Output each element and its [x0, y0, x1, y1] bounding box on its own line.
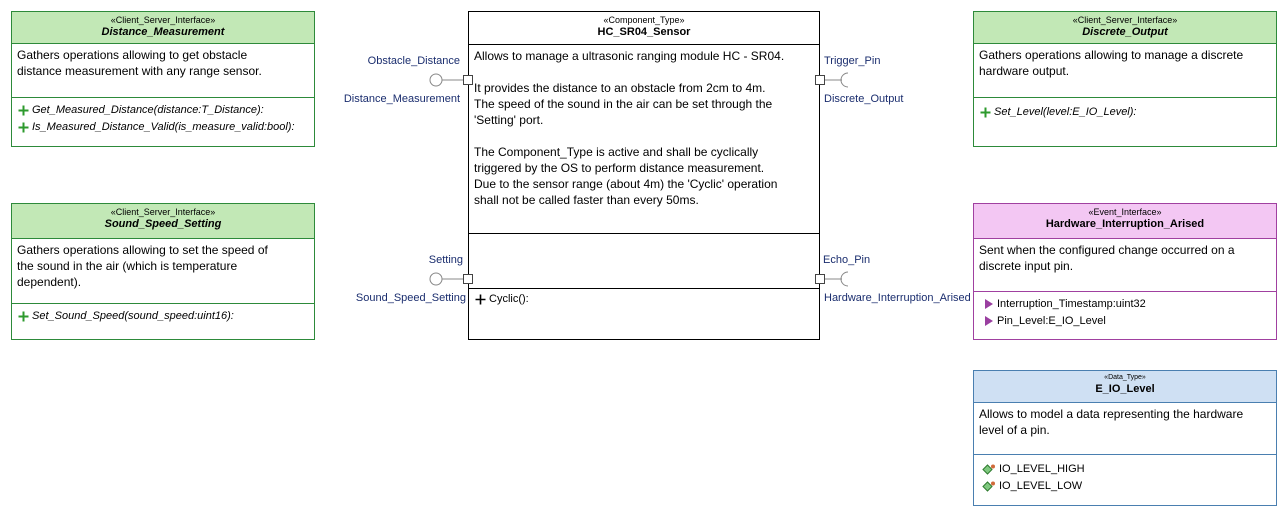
setting-lollipop [429, 272, 443, 286]
operation-row[interactable]: Set_Sound_Speed(sound_speed:uint16): [18, 308, 314, 325]
literals-compartment: IO_LEVEL_HIGH IO_LEVEL_LOW [974, 455, 1276, 495]
enum-literal-icon [982, 463, 995, 475]
literal-row[interactable]: IO_LEVEL_HIGH [982, 461, 1276, 478]
discrete-output-interface[interactable]: «Client_Server_Interface» Discrete_Outpu… [973, 11, 1277, 147]
interface-header: «Client_Server_Interface» Sound_Speed_Se… [12, 204, 314, 239]
stereotype-label: «Event_Interface» [1088, 207, 1162, 217]
attribute-label: Interruption_Timestamp:uint32 [997, 298, 1146, 310]
port-label-hardware-interruption-arised: Hardware_Interruption_Arised [824, 292, 971, 304]
operations-compartment: Set_Sound_Speed(sound_speed:uint16): [12, 304, 314, 325]
component-title: HC_SR04_Sensor [597, 26, 691, 38]
interface-header: «Client_Server_Interface» Distance_Measu… [12, 12, 314, 44]
event-title: Hardware_Interruption_Arised [1045, 218, 1205, 230]
data-type-header: «Data_Type» E_IO_Level [974, 371, 1276, 403]
plus-icon [475, 294, 486, 305]
stereotype-label: «Client_Server_Interface» [110, 207, 216, 217]
sound-speed-setting-interface[interactable]: «Client_Server_Interface» Sound_Speed_Se… [11, 203, 315, 340]
operation-label: Set_Level(level:E_IO_Level): [994, 106, 1137, 118]
attribute-triangle-icon [985, 316, 993, 327]
component-header: «Component_Type» HC_SR04_Sensor [469, 12, 819, 45]
literal-row[interactable]: IO_LEVEL_LOW [982, 478, 1276, 495]
operation-row[interactable]: Is_Measured_Distance_Valid(is_measure_va… [18, 119, 314, 136]
stereotype-label: «Data_Type» [1104, 374, 1146, 381]
obstacle-distance-port[interactable] [463, 75, 473, 85]
hc-sr04-sensor-component[interactable]: «Component_Type» HC_SR04_Sensor Allows t… [468, 11, 820, 340]
port-label-obstacle-distance: Obstacle_Distance [367, 55, 460, 67]
interface-description: Gathers operations allowing to get obsta… [12, 44, 314, 98]
attributes-compartment: Interruption_Timestamp:uint32 Pin_Level:… [974, 292, 1276, 330]
port-label-discrete-output: Discrete_Output [824, 93, 904, 105]
operation-label: Get_Measured_Distance(distance:T_Distanc… [32, 104, 264, 116]
operations-compartment: Get_Measured_Distance(distance:T_Distanc… [12, 98, 314, 136]
port-label-distance-measurement: Distance_Measurement [343, 93, 460, 105]
port-label-setting: Setting [428, 254, 463, 266]
interface-description: Gathers operations allowing to set the s… [12, 239, 314, 304]
plus-icon [980, 107, 991, 118]
operation-label: Cyclic(): [489, 293, 529, 305]
distance-measurement-interface[interactable]: «Client_Server_Interface» Distance_Measu… [11, 11, 315, 147]
operation-row[interactable]: Get_Measured_Distance(distance:T_Distanc… [18, 102, 314, 119]
port-label-echo-pin: Echo_Pin [823, 254, 871, 266]
plus-icon [18, 311, 29, 322]
enum-literal-icon [982, 480, 995, 492]
attribute-triangle-icon [985, 299, 993, 310]
component-description: Allows to manage a ultrasonic ranging mo… [469, 45, 819, 234]
component-empty-compartment [469, 234, 819, 289]
trigger-pin-port[interactable] [815, 75, 825, 85]
attribute-label: Pin_Level:E_IO_Level [997, 315, 1106, 327]
event-header: «Event_Interface» Hardware_Interruption_… [974, 204, 1276, 239]
interface-title: Distance_Measurement [101, 26, 225, 38]
e-io-level-data-type[interactable]: «Data_Type» E_IO_Level Allows to model a… [973, 370, 1277, 506]
plus-icon [18, 105, 29, 116]
data-type-title: E_IO_Level [1095, 383, 1155, 395]
operation-label: Is_Measured_Distance_Valid(is_measure_va… [32, 121, 295, 133]
plus-icon [18, 122, 29, 133]
echo-pin-socket [840, 271, 849, 287]
echo-pin-port[interactable] [815, 274, 825, 284]
interface-description: Gathers operations allowing to manage a … [974, 44, 1276, 98]
interface-title: Discrete_Output [1082, 26, 1168, 38]
stereotype-label: «Component_Type» [603, 15, 685, 25]
stereotype-label: «Client_Server_Interface» [1072, 15, 1178, 25]
trigger-pin-socket [840, 72, 849, 88]
data-type-description: Allows to model a data representing the … [974, 403, 1276, 455]
setting-port[interactable] [463, 274, 473, 284]
port-label-sound-speed-setting: Sound_Speed_Setting [355, 292, 466, 304]
stereotype-label: «Client_Server_Interface» [110, 15, 216, 25]
operation-row[interactable]: Set_Level(level:E_IO_Level): [980, 104, 1276, 121]
literal-label: IO_LEVEL_LOW [999, 480, 1083, 492]
interface-title: Sound_Speed_Setting [104, 218, 222, 230]
port-label-trigger-pin: Trigger_Pin [824, 55, 881, 67]
operation-row[interactable]: Cyclic(): [475, 291, 819, 308]
event-description: Sent when the configured change occurred… [974, 239, 1276, 292]
operations-compartment: Set_Level(level:E_IO_Level): [974, 98, 1276, 121]
attribute-row[interactable]: Interruption_Timestamp:uint32 [984, 296, 1276, 313]
obstacle-distance-lollipop [429, 73, 443, 87]
literal-label: IO_LEVEL_HIGH [999, 463, 1085, 475]
operations-compartment: Cyclic(): [469, 289, 819, 308]
operation-label: Set_Sound_Speed(sound_speed:uint16): [32, 310, 234, 322]
interface-header: «Client_Server_Interface» Discrete_Outpu… [974, 12, 1276, 44]
hardware-interruption-arised-event[interactable]: «Event_Interface» Hardware_Interruption_… [973, 203, 1277, 340]
attribute-row[interactable]: Pin_Level:E_IO_Level [984, 313, 1276, 330]
